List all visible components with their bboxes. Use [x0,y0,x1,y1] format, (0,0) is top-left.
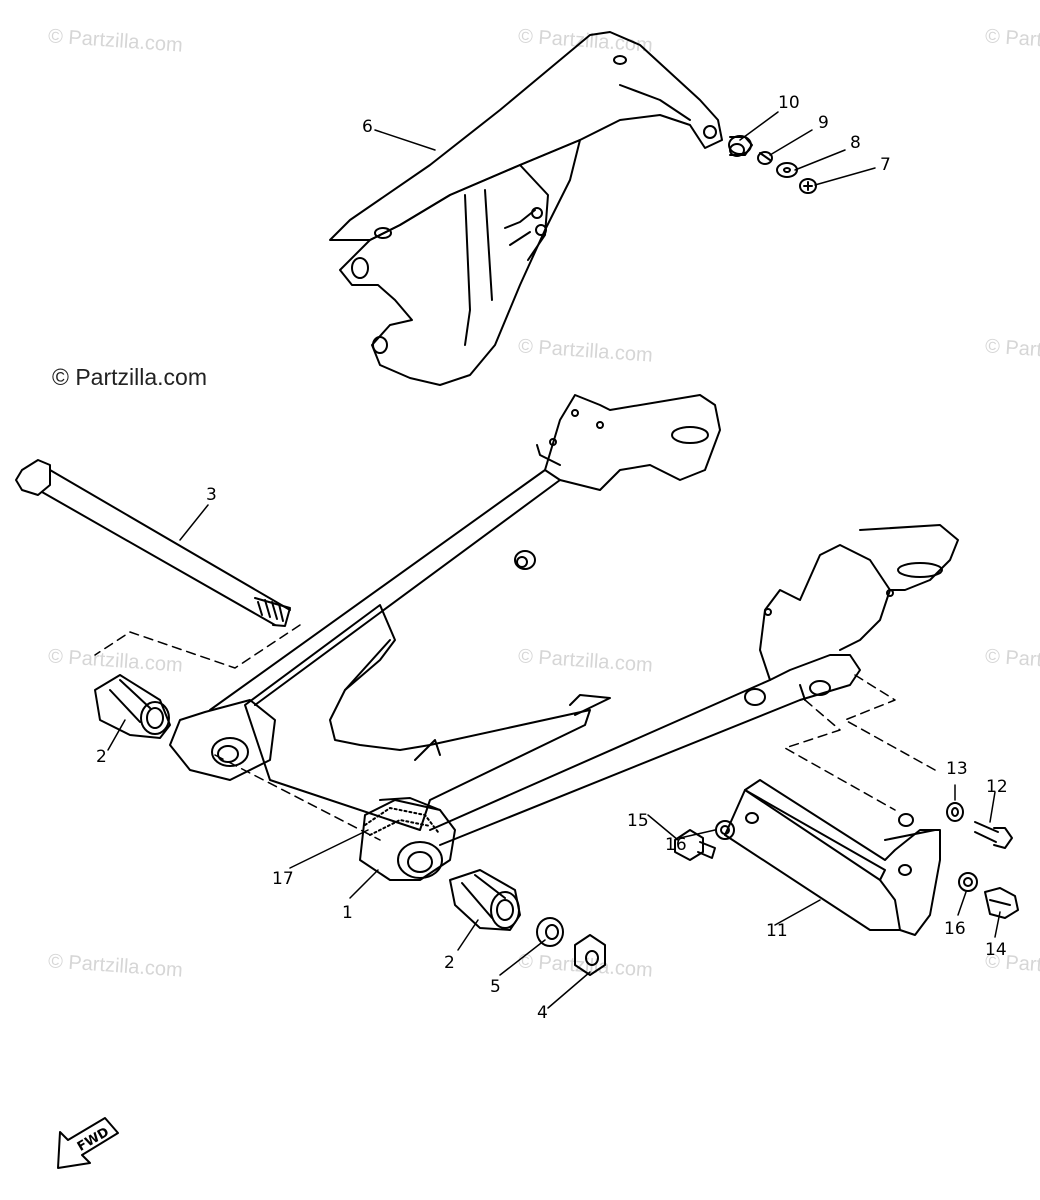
bushing-part [94,674,171,739]
callout-11: 11 [766,921,788,941]
bushing-part [449,869,521,931]
callout-13: 13 [946,759,968,779]
callout-10: 10 [778,93,800,113]
copyright-text: © Partzilla.com [52,364,207,390]
pivot-shaft-part [15,459,291,627]
leader-line-2 [107,719,126,751]
callout-16: 16 [665,835,687,855]
leader-line-15 [647,814,679,841]
leader-line-11 [774,899,821,926]
assembly-line [214,754,381,841]
callout-4: 4 [537,1003,548,1023]
leader-line-16 [957,891,967,916]
nut-part [728,135,753,157]
assembly-line [94,624,301,669]
leader-line-7 [814,167,876,186]
callout-5: 5 [490,977,501,997]
leader-line-10 [739,111,779,141]
leader-line-8 [794,149,846,171]
callout-2: 2 [96,747,107,767]
dust-seal-part [364,807,439,836]
callout-1: 1 [342,903,353,923]
callout-3: 3 [206,485,217,505]
callout-7: 7 [880,155,891,175]
leader-line-16 [679,829,716,839]
callout-12: 12 [986,777,1008,797]
washer-part [946,802,964,822]
callout-15: 15 [627,811,649,831]
nut-part [574,934,606,976]
callout-9: 9 [818,113,829,133]
assembly-line [844,674,936,771]
leader-line-14 [994,911,1001,938]
callout-16: 16 [944,919,966,939]
bolt-part [799,178,817,194]
bolt-part [984,887,1019,919]
callout-14: 14 [985,940,1007,960]
leader-line-6 [374,129,436,151]
bolt-part [974,821,1013,849]
callout-17: 17 [272,869,294,889]
leader-line-17 [289,829,369,869]
leader-line-12 [989,791,996,823]
leader-line-3 [179,504,209,541]
washer-part [715,820,735,840]
bracket-part [724,779,941,936]
collar-part [757,151,773,165]
swing-arm-part [169,394,959,881]
leader-line-9 [769,129,813,156]
callout-6: 6 [362,117,373,137]
leader-line-4 [547,971,591,1009]
fwd-arrow-icon [57,1117,119,1169]
washer-part [776,162,798,178]
assembly-line [784,699,896,811]
leader-line-2 [457,919,479,951]
callout-2: 2 [444,953,455,973]
chain-case-part [329,31,723,386]
washer-part [958,872,978,892]
leader-line-5 [499,939,546,976]
bolt-part [674,829,716,861]
washer-part [536,917,564,947]
leader-line-1 [349,869,379,899]
callout-8: 8 [850,133,861,153]
fwd-label: FWD [75,1125,112,1155]
